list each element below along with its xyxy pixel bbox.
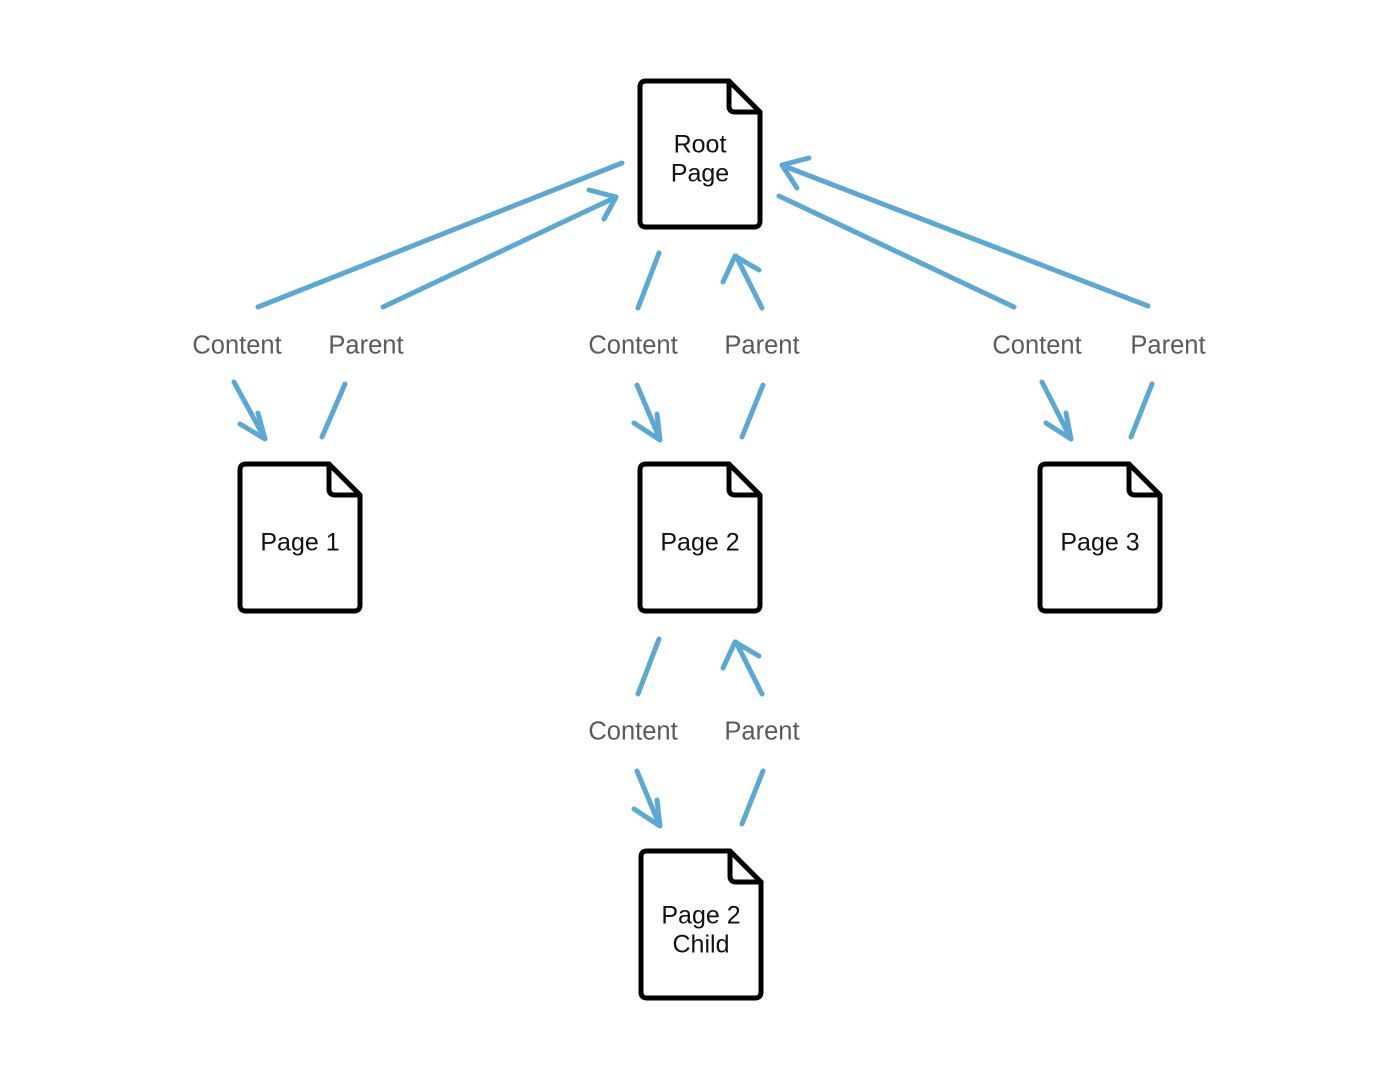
node-label-line1: Page 3 [1060,529,1139,557]
page-fold-icon [326,461,363,498]
document-page-icon [1037,461,1163,614]
edge-segment [634,768,662,827]
edge-page2child-to-page2-parent[interactable] [720,639,766,827]
edge-segment [733,253,765,311]
edge-label-parent-page3: Parent [1130,332,1205,360]
arrowhead-icon [237,410,268,442]
edge-segment [635,250,662,311]
edge-label-content-page3: Content [992,332,1081,360]
arrowhead-icon [631,797,663,829]
document-page-icon [638,848,764,1001]
arrowhead-icon [720,253,762,285]
edge-page2-to-page2child-content[interactable] [631,636,663,829]
edge-segment [739,382,766,440]
edge-segment [319,381,348,440]
node-label-line1: Page 2 [661,902,740,930]
arrowhead-icon [1043,410,1074,442]
edge-segment [733,639,765,697]
edge-label-content-page2: Content [588,332,677,360]
node-label-line1: Page 2 [660,529,739,557]
edge-segment [635,636,662,697]
edge-segment [739,768,766,827]
edge-root-to-page2-content[interactable] [631,250,663,443]
page-fold-icon [726,78,763,115]
arrowhead-icon [631,411,663,443]
edge-page3-to-root-parent[interactable] [779,155,1155,440]
edge-segment [231,379,267,440]
arrowhead-icon [779,155,812,191]
edge-segment [781,163,1151,309]
node-page-3[interactable]: Page 3 [1037,461,1163,614]
edge-label-parent-page2child: Parent [724,718,799,746]
page-fold-icon [727,848,764,885]
edge-label-group: Content Parent Content Parent Content Pa… [192,332,1205,746]
page-fold-icon [1126,461,1163,498]
node-label-line2: Child [673,931,730,959]
edge-label-content-page1: Content [192,332,281,360]
page-fold-icon [726,461,763,498]
edge-segment [634,382,662,440]
edge-page2-to-root-parent[interactable] [720,253,766,440]
arrowhead-icon [586,187,619,222]
edge-label-parent-page1: Parent [328,332,403,360]
edge-segment [1039,379,1073,440]
node-page-2[interactable]: Page 2 [637,461,763,614]
document-page-icon [637,461,763,614]
document-page-icon [237,461,363,614]
node-page-1[interactable]: Page 1 [237,461,363,614]
edge-root-to-page1-content[interactable] [231,160,625,442]
edge-segment [1128,381,1155,440]
edge-label-parent-page2: Parent [724,332,799,360]
edge-segment [776,193,1017,310]
node-page-2-child[interactable]: Page 2 Child [638,848,764,1001]
node-label-line1: Page 1 [260,529,339,557]
node-label-line1: Root [674,131,727,159]
edge-root-to-page3-content[interactable] [776,193,1074,442]
edge-segment [380,195,617,310]
node-root-page[interactable]: Root Page [637,78,763,230]
edge-label-content-page2child: Content [588,718,677,746]
edge-page1-to-root-parent[interactable] [319,187,619,440]
document-page-icon [637,78,763,230]
edge-segment [255,160,625,310]
arrowhead-icon [720,639,762,671]
node-label-line2: Page [671,160,729,188]
